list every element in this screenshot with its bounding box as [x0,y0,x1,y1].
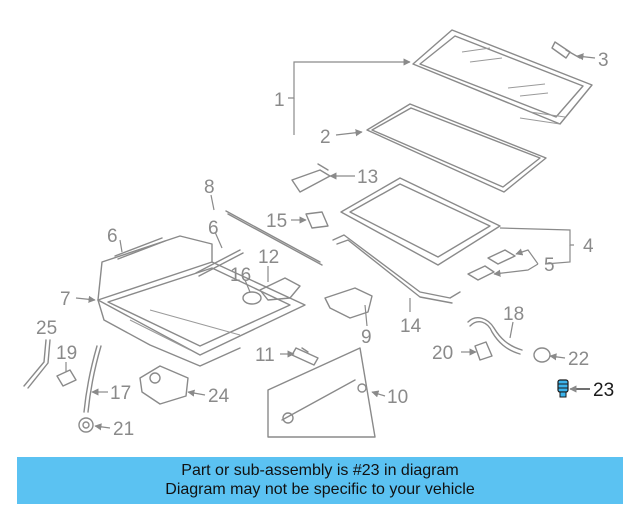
guide-rail-part-6 [114,237,244,277]
drain-hose-part-17 [83,345,102,413]
callout-14: 14 [400,316,422,337]
drain-hose-part-18 [467,317,523,355]
clip-part-20 [474,341,493,361]
grommet-part-22 [533,347,551,363]
drive-cable [225,210,323,266]
clip-part-19 [56,369,77,387]
highlighted-part-23 [557,379,569,398]
sunroof-frame [97,235,306,367]
callout-19: 19 [56,343,77,364]
motor-part-24 [139,365,189,405]
callout-13: 13 [357,167,378,188]
callout-9: 9 [361,327,372,348]
screw-part-11 [291,347,319,366]
callout-1: 1 [274,90,285,111]
callout-15: 15 [266,211,287,232]
callout-18: 18 [503,304,524,325]
clip-part-15 [305,211,329,229]
drain-box-part-10 [267,347,376,438]
callout-17: 17 [110,383,131,404]
callout-2: 2 [320,127,331,148]
knob-part-16 [242,291,262,305]
callout-25: 25 [36,318,57,339]
bracket-part-12 [259,277,301,301]
bolt-part-3 [551,41,581,59]
bracket-part-9 [324,287,373,319]
drain-strip-part-14 [332,234,461,304]
grommet-part-21 [78,417,94,433]
parts-diagram: 1 2 3 4 5 6 6 7 8 9 10 11 12 13 14 15 16… [23,29,614,440]
banner-line-1: Part or sub-assembly is #23 in diagram [181,462,459,479]
glass-seal [366,103,547,193]
callout-21: 21 [113,419,134,440]
bracket-part-5 [467,249,516,281]
callout-8: 8 [204,177,215,198]
callout-5: 5 [544,255,555,276]
callout-20: 20 [432,343,453,364]
glass-panel [412,29,593,125]
callout-16: 16 [230,265,251,286]
callout-11: 11 [255,345,275,366]
info-banner: Part or sub-assembly is #23 in diagram D… [17,457,623,504]
callout-10: 10 [387,387,408,408]
callout-22: 22 [568,349,589,370]
drain-hose-part-25 [23,339,51,389]
callout-6b: 6 [208,218,219,239]
callout-3: 3 [598,50,609,71]
callout-4: 4 [583,236,594,257]
callout-24: 24 [208,386,230,407]
callout-7: 7 [60,289,71,310]
callout-12: 12 [258,247,279,268]
leader-lines [65,53,596,431]
deflector-frame [340,177,501,266]
callout-23: 23 [593,380,614,401]
hinge-part-13 [291,163,331,193]
callout-6a: 6 [107,226,118,247]
banner-line-2: Diagram may not be specific to your vehi… [165,481,475,498]
